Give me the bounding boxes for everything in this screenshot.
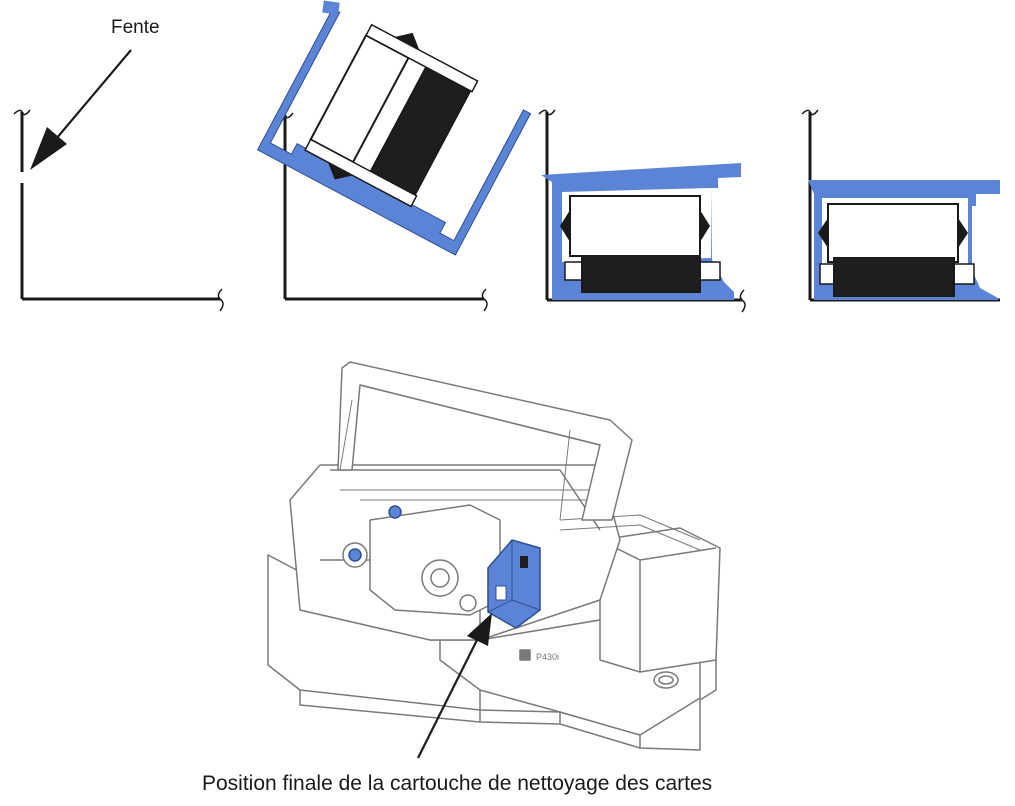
hub-right bbox=[700, 210, 710, 242]
step-3-cartridge-lowering bbox=[538, 109, 746, 313]
cleaning-cartridge bbox=[541, 163, 741, 300]
hub-bottom bbox=[327, 162, 353, 180]
slot-label: Fente bbox=[111, 17, 160, 38]
bracket-lip bbox=[322, 0, 340, 15]
slot-arrow-head bbox=[30, 127, 67, 170]
step-2-cartridge-tilted bbox=[256, 0, 532, 312]
white-roller bbox=[569, 195, 701, 257]
step-1-empty-slot bbox=[13, 49, 224, 312]
caption-arrow bbox=[417, 613, 492, 759]
break-mark-top bbox=[801, 109, 819, 116]
right-cover bbox=[599, 527, 721, 673]
cleaning-cartridge bbox=[256, 0, 532, 256]
card-printer: P430i bbox=[267, 361, 721, 751]
break-mark-right bbox=[481, 288, 488, 312]
break-mark-top bbox=[13, 109, 31, 116]
printer-model-label: P430i bbox=[536, 652, 559, 662]
black-roller bbox=[833, 257, 955, 297]
hub-top bbox=[394, 32, 420, 51]
roller-shaft-bottom bbox=[304, 138, 418, 208]
diagram-caption: Position finale de la cartouche de netto… bbox=[202, 772, 713, 795]
slot-arrow-line bbox=[55, 49, 132, 140]
hub-left bbox=[560, 210, 570, 242]
break-mark-top bbox=[538, 109, 556, 116]
white-roller bbox=[827, 203, 959, 263]
hub-right bbox=[958, 218, 968, 248]
model-badge bbox=[519, 649, 531, 661]
cartridge-bracket bbox=[256, 7, 532, 256]
break-mark-right bbox=[739, 289, 746, 313]
black-roller bbox=[581, 255, 701, 293]
break-mark-right bbox=[217, 288, 224, 312]
roller-shaft-top bbox=[365, 23, 479, 93]
cleaning-cartridge bbox=[808, 180, 1000, 300]
installed-cleaning-cartridge bbox=[487, 539, 541, 629]
printer-lid bbox=[337, 361, 633, 521]
step-4-cartridge-seated bbox=[801, 109, 1000, 302]
hub-left bbox=[818, 218, 828, 248]
